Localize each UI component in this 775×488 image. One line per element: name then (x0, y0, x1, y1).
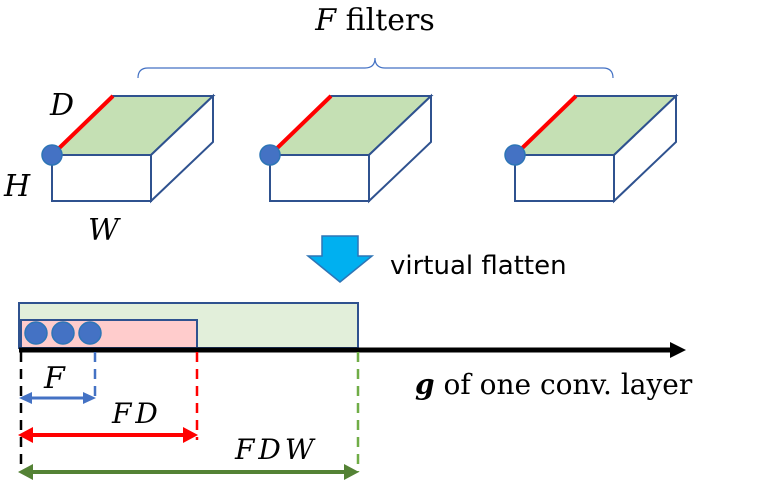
brace (137, 57, 614, 79)
filter-box-2 (258, 94, 433, 203)
filter-box-3 (503, 94, 678, 203)
arrow-FDW (18, 464, 359, 480)
dot (51, 321, 75, 345)
arrow-FD (18, 427, 198, 443)
dot (24, 321, 48, 345)
flatten-arrow-icon (305, 235, 375, 283)
filters-title: F filters (314, 3, 435, 38)
label-FDW: FDW (234, 433, 318, 466)
flatten-label: virtual flatten (390, 251, 567, 281)
label-W: W (88, 213, 121, 248)
arrow-F (19, 392, 96, 404)
dot (78, 321, 102, 345)
label-H: H (3, 169, 31, 204)
label-FD: FD (111, 397, 162, 430)
g-caption: g of one conv. layer (415, 368, 693, 401)
label-D: D (49, 88, 74, 123)
label-F: F (43, 361, 66, 396)
axis-arrowhead (670, 342, 686, 358)
